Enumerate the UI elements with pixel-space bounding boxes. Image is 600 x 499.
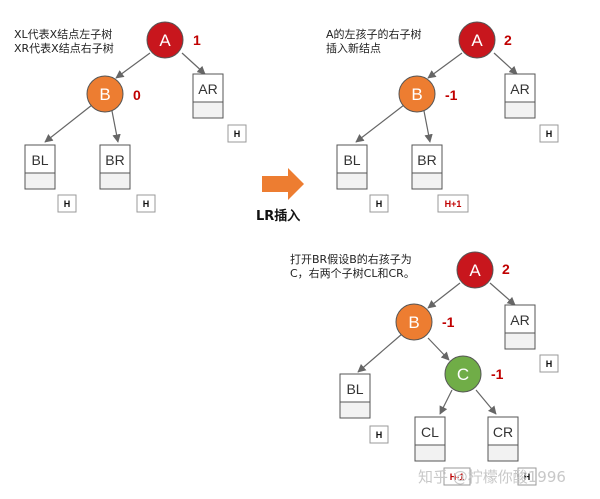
watermark: 知乎 @柠檬你酸1996 [418,468,566,486]
tree-edge [475,389,497,415]
tree-edge [439,389,453,415]
subtree-label: BL [31,152,48,168]
balance-factor: -1 [445,87,458,103]
subtree-bar [24,172,56,190]
tree-edge [423,110,433,143]
height-tag-box [437,194,469,213]
node-c-circle [444,355,482,393]
subtree-label: BL [346,381,363,397]
subtree-label: BR [105,152,124,168]
balance-factor: -1 [491,366,504,382]
node-a-circle [456,251,494,289]
tree-edge [427,52,463,79]
node-a-label: A [159,31,171,50]
subtree-label: AR [510,81,529,97]
subtree-label: AR [510,312,529,328]
subtree-label: CR [493,424,513,440]
subtree-label: AR [198,81,217,97]
balance-factor: -1 [442,314,455,330]
subtree-bar [336,172,368,190]
subtree-label: CL [421,424,439,440]
balance-factor: 1 [193,32,201,48]
tree-edge [427,337,450,361]
node-b-label: B [99,85,110,104]
height-tag: H [524,472,531,482]
node-b-label: B [408,313,419,332]
subtree-bar [411,172,443,190]
tree-edge [111,110,121,143]
lr-arrow-shape [262,168,304,200]
height-tag: H [376,430,383,440]
height-tag: H [546,359,553,369]
height-tag-box [136,194,156,213]
height-tag: H+1 [445,199,462,209]
node-b-circle [86,75,124,113]
subtree-bar [504,332,536,350]
node-a-label: A [471,31,483,50]
note-line: C，右两个子树CL和CR。 [290,267,415,280]
subtree-bar [504,101,536,119]
subtree-bar [99,172,131,190]
height-tag-box [369,425,389,444]
subtree-bar [487,444,519,462]
balance-factor: 2 [504,32,512,48]
balance-factor: 2 [502,261,510,277]
height-tag-box [369,194,389,213]
tree-edge [489,282,516,306]
tree-edge [493,52,518,75]
height-tag: H [546,129,553,139]
tree-edge [357,333,403,373]
subtree-label: BL [343,152,360,168]
tree-edge [355,104,405,143]
subtree-bar [414,444,446,462]
lr-insert-label: LR插入 [256,209,301,224]
height-tag-box [57,194,77,213]
height-tag-box [227,124,247,143]
height-tag: H [64,199,71,209]
note-line: XL代表X结点左子树 [14,28,113,41]
note-line: A的左孩子的右子树 [326,28,422,41]
node-a-label: A [469,261,481,280]
node-a-circle [458,21,496,59]
height-tag-box [539,354,559,373]
node-a-circle [146,21,184,59]
subtree-bar [192,101,224,119]
tree-edge [427,282,461,309]
height-tag: H [234,129,241,139]
node-c-label: C [457,365,469,384]
subtree-label: BR [417,152,436,168]
note-line: XR代表X结点右子树 [14,42,114,55]
note-line: 插入新结点 [326,42,381,55]
tree-edge [181,52,206,75]
tree-edge [115,52,151,79]
height-tag-box [539,124,559,143]
height-tag-box [443,467,471,486]
height-tag: H [143,199,150,209]
node-b-label: B [411,85,422,104]
node-b-circle [395,303,433,341]
tree-edge [44,104,93,143]
balance-factor: 0 [133,87,141,103]
note-line: 打开BR假设B的右孩子为 [290,253,412,266]
node-b-circle [398,75,436,113]
subtree-bar [339,401,371,419]
height-tag: H-1 [450,472,465,482]
height-tag-box [517,467,537,486]
height-tag: H [376,199,383,209]
